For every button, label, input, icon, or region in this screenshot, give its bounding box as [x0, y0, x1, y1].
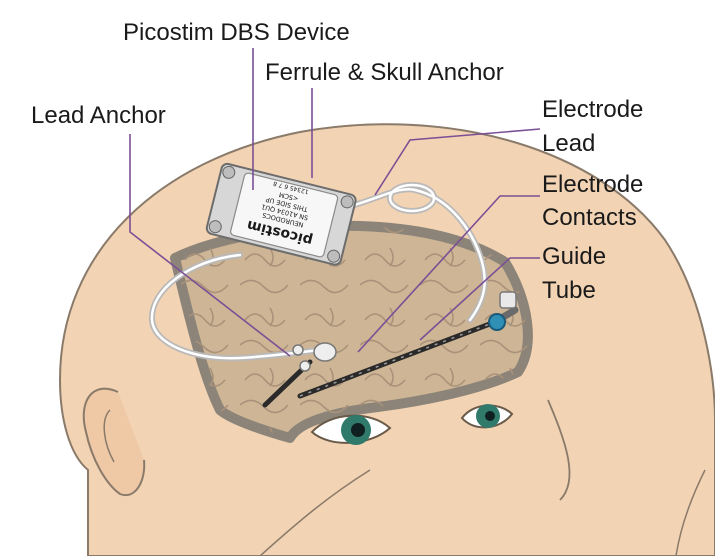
lead-anchor-fixture	[292, 342, 337, 372]
label-guide-tube-line2: Tube	[542, 277, 596, 304]
label-guide-tube-line1: Guide	[542, 243, 607, 270]
label-electrode-contacts-line1: Electrode	[542, 171, 644, 198]
picostim-device: picostim NEURODOCS SN A1034 QU1 THIS SID…	[205, 162, 357, 266]
left-eye	[310, 414, 392, 445]
leader-electrode-contacts	[357, 195, 540, 353]
label-picostim-dbs-device: Picostim DBS Device	[123, 19, 350, 46]
label-electrode-lead-line2: Lead	[542, 130, 596, 157]
leader-lines	[129, 48, 541, 357]
guide-tube	[488, 291, 519, 331]
label-lead-anchor: Lead Anchor	[31, 102, 166, 129]
ear	[82, 387, 146, 497]
label-ferrule-skull-anchor: Ferrule & Skull Anchor	[265, 59, 504, 86]
label-electrode-contacts-line2: Contacts	[542, 204, 637, 231]
leader-guide-tube	[419, 257, 540, 341]
right-eye	[460, 404, 514, 429]
leader-electrode-lead	[374, 128, 541, 196]
label-electrode-lead-line1: Electrode	[542, 96, 644, 123]
leader-lead-anchor	[129, 134, 291, 357]
